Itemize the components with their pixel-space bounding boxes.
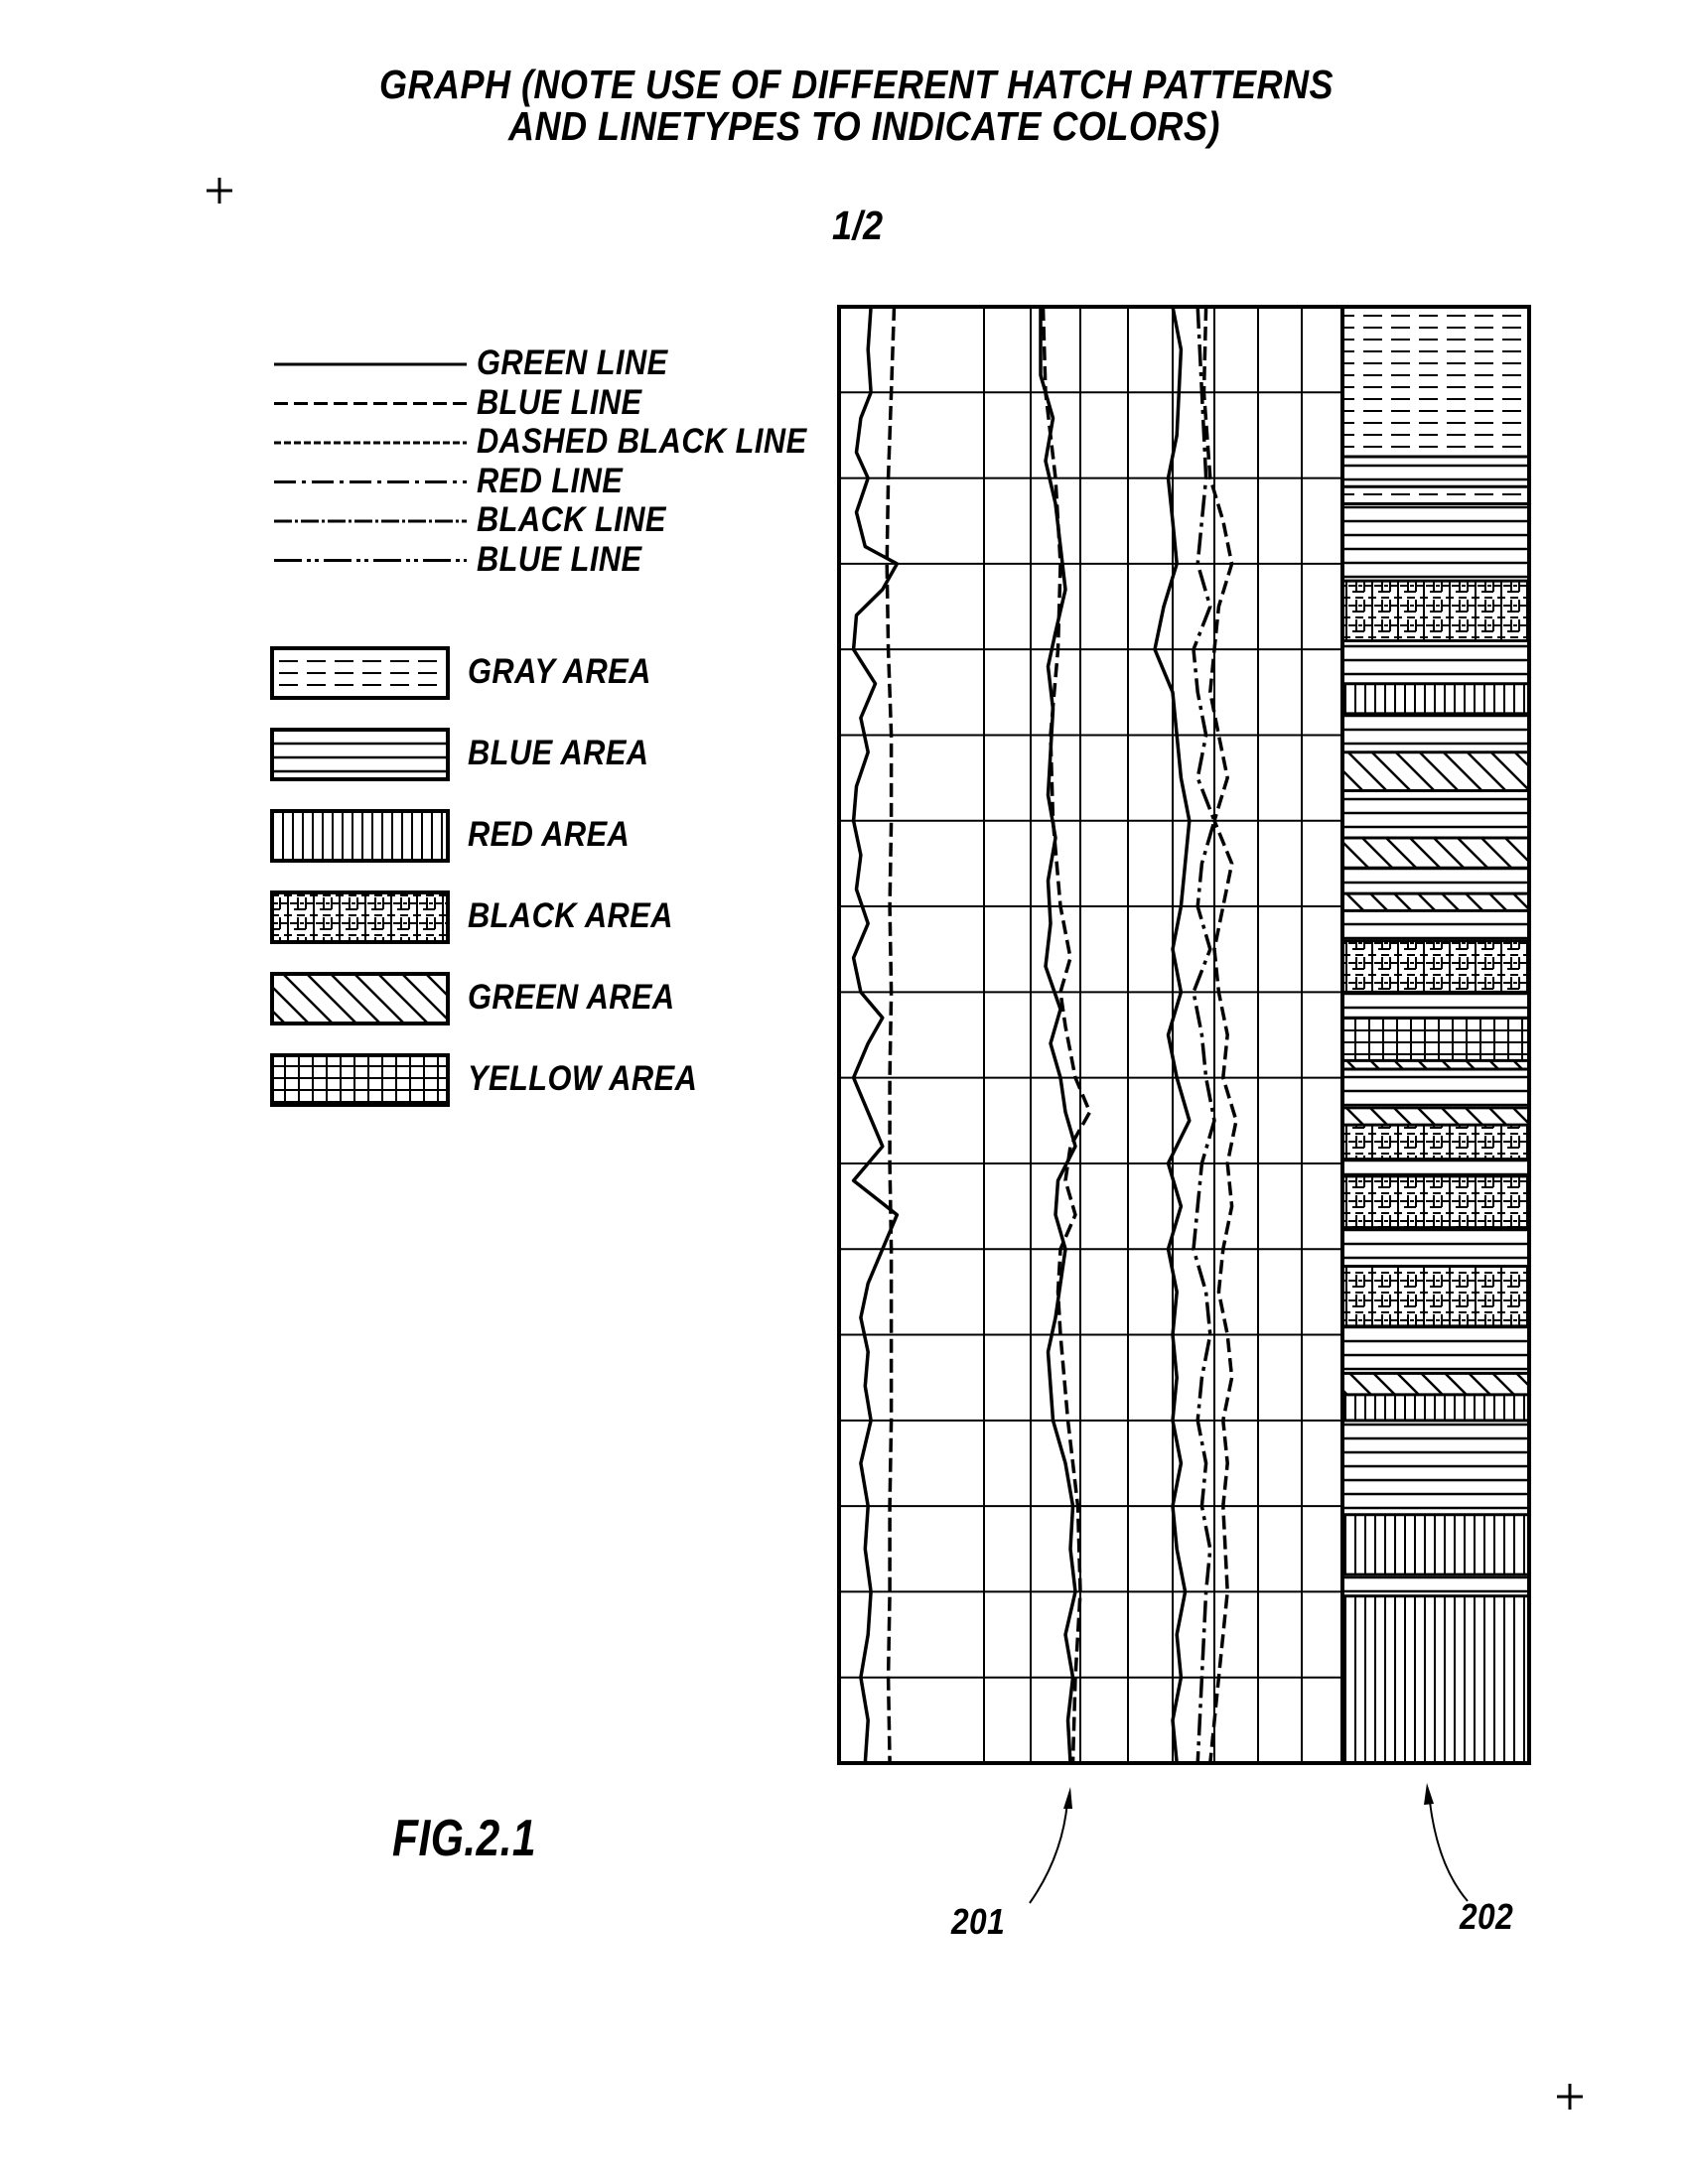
legend-area-swatch [270, 1053, 450, 1107]
strip-band [1342, 1394, 1529, 1421]
legend-line-label: BLUE LINE [477, 382, 642, 422]
chart-frame-border [837, 305, 1531, 1765]
strip-band [1342, 1107, 1529, 1126]
strip-band [1342, 1595, 1529, 1763]
strip-band [1342, 751, 1529, 791]
strip-band [1342, 790, 1529, 839]
strip-band [1342, 1018, 1529, 1061]
legend-line-label: BLUE LINE [477, 539, 642, 579]
legend-area-swatch [270, 728, 450, 781]
strip-band [1342, 581, 1529, 641]
legend-area-swatch [270, 809, 450, 863]
legend-area-label: GREEN AREA [468, 978, 675, 1017]
series-line-track1-dashed [885, 306, 897, 1764]
series-line-track2-dashed [1041, 306, 1092, 1764]
strip-band [1342, 683, 1529, 714]
legend-area-label: GRAY AREA [468, 652, 651, 691]
reference-numeral-202: 202 [1460, 1896, 1514, 1937]
legend-line-label: RED LINE [477, 461, 624, 500]
strip-band [1342, 910, 1529, 941]
legend-area-label: BLACK AREA [468, 896, 673, 935]
strip-band [1342, 1060, 1529, 1070]
legend-line-label: DASHED BLACK LINE [477, 422, 807, 461]
strip-band [1342, 940, 1529, 993]
area-legend-swatches [270, 646, 450, 1107]
strip-band [1342, 1514, 1529, 1575]
registration-mark-top-left [207, 178, 232, 204]
strip-band [1342, 1125, 1529, 1160]
strip-band [1342, 1069, 1529, 1108]
strip-band [1342, 1159, 1529, 1176]
chart-frame [837, 305, 1531, 1765]
track-202-strip [1342, 307, 1529, 1765]
legend-line-label: BLACK LINE [477, 500, 666, 539]
legend-area-swatch [270, 646, 450, 700]
strip-band [1342, 868, 1529, 894]
chart-title-line-2: AND LINETYPES TO INDICATE COLORS) [508, 103, 1220, 149]
strip-band [1342, 307, 1529, 458]
strip-band [1342, 457, 1529, 487]
strip-band [1342, 1175, 1529, 1228]
legend-area-swatch [270, 890, 450, 944]
strip-band [1342, 1574, 1529, 1596]
strip-band [1342, 1266, 1529, 1326]
strip-band [1342, 1420, 1529, 1515]
legend-area-swatch [270, 972, 450, 1025]
leader-arrow-201 [1029, 1787, 1072, 1904]
line-legend-samples [274, 362, 467, 562]
leader-arrow-202 [1424, 1783, 1469, 1902]
strip-band [1342, 838, 1529, 869]
legend-area-label: BLUE AREA [468, 734, 649, 772]
strip-band [1342, 1373, 1529, 1395]
legend-area-label: YELLOW AREA [468, 1059, 698, 1098]
page-number: 1/2 [832, 203, 884, 248]
series-line-track2-solid [1039, 307, 1077, 1764]
strip-band [1342, 713, 1529, 752]
strip-band [1342, 992, 1529, 1019]
series-line-track3-dashdot [1192, 306, 1216, 1764]
track-201-series [851, 306, 1238, 1764]
chart-title-line-1: GRAPH (NOTE USE OF DIFFERENT HATCH PATTE… [379, 62, 1335, 107]
chart-grid [839, 307, 1342, 1763]
strip-band [1342, 893, 1529, 911]
strip-band [1342, 1227, 1529, 1267]
strip-band [1342, 640, 1529, 684]
strip-band [1342, 486, 1529, 504]
series-line-track1-solid [851, 306, 900, 1764]
strip-band [1342, 503, 1529, 582]
strip-band [1342, 1325, 1529, 1374]
figure-label: FIG.2.1 [392, 1810, 537, 1867]
series-line-track3-solid [1153, 306, 1192, 1764]
registration-mark-bottom-right [1557, 2084, 1583, 2110]
legend-line-label: GREEN LINE [477, 343, 668, 382]
series-line-track3-dashed [1201, 306, 1238, 1764]
reference-numeral-201: 201 [951, 1901, 1006, 1942]
legend-area-label: RED AREA [468, 815, 631, 854]
